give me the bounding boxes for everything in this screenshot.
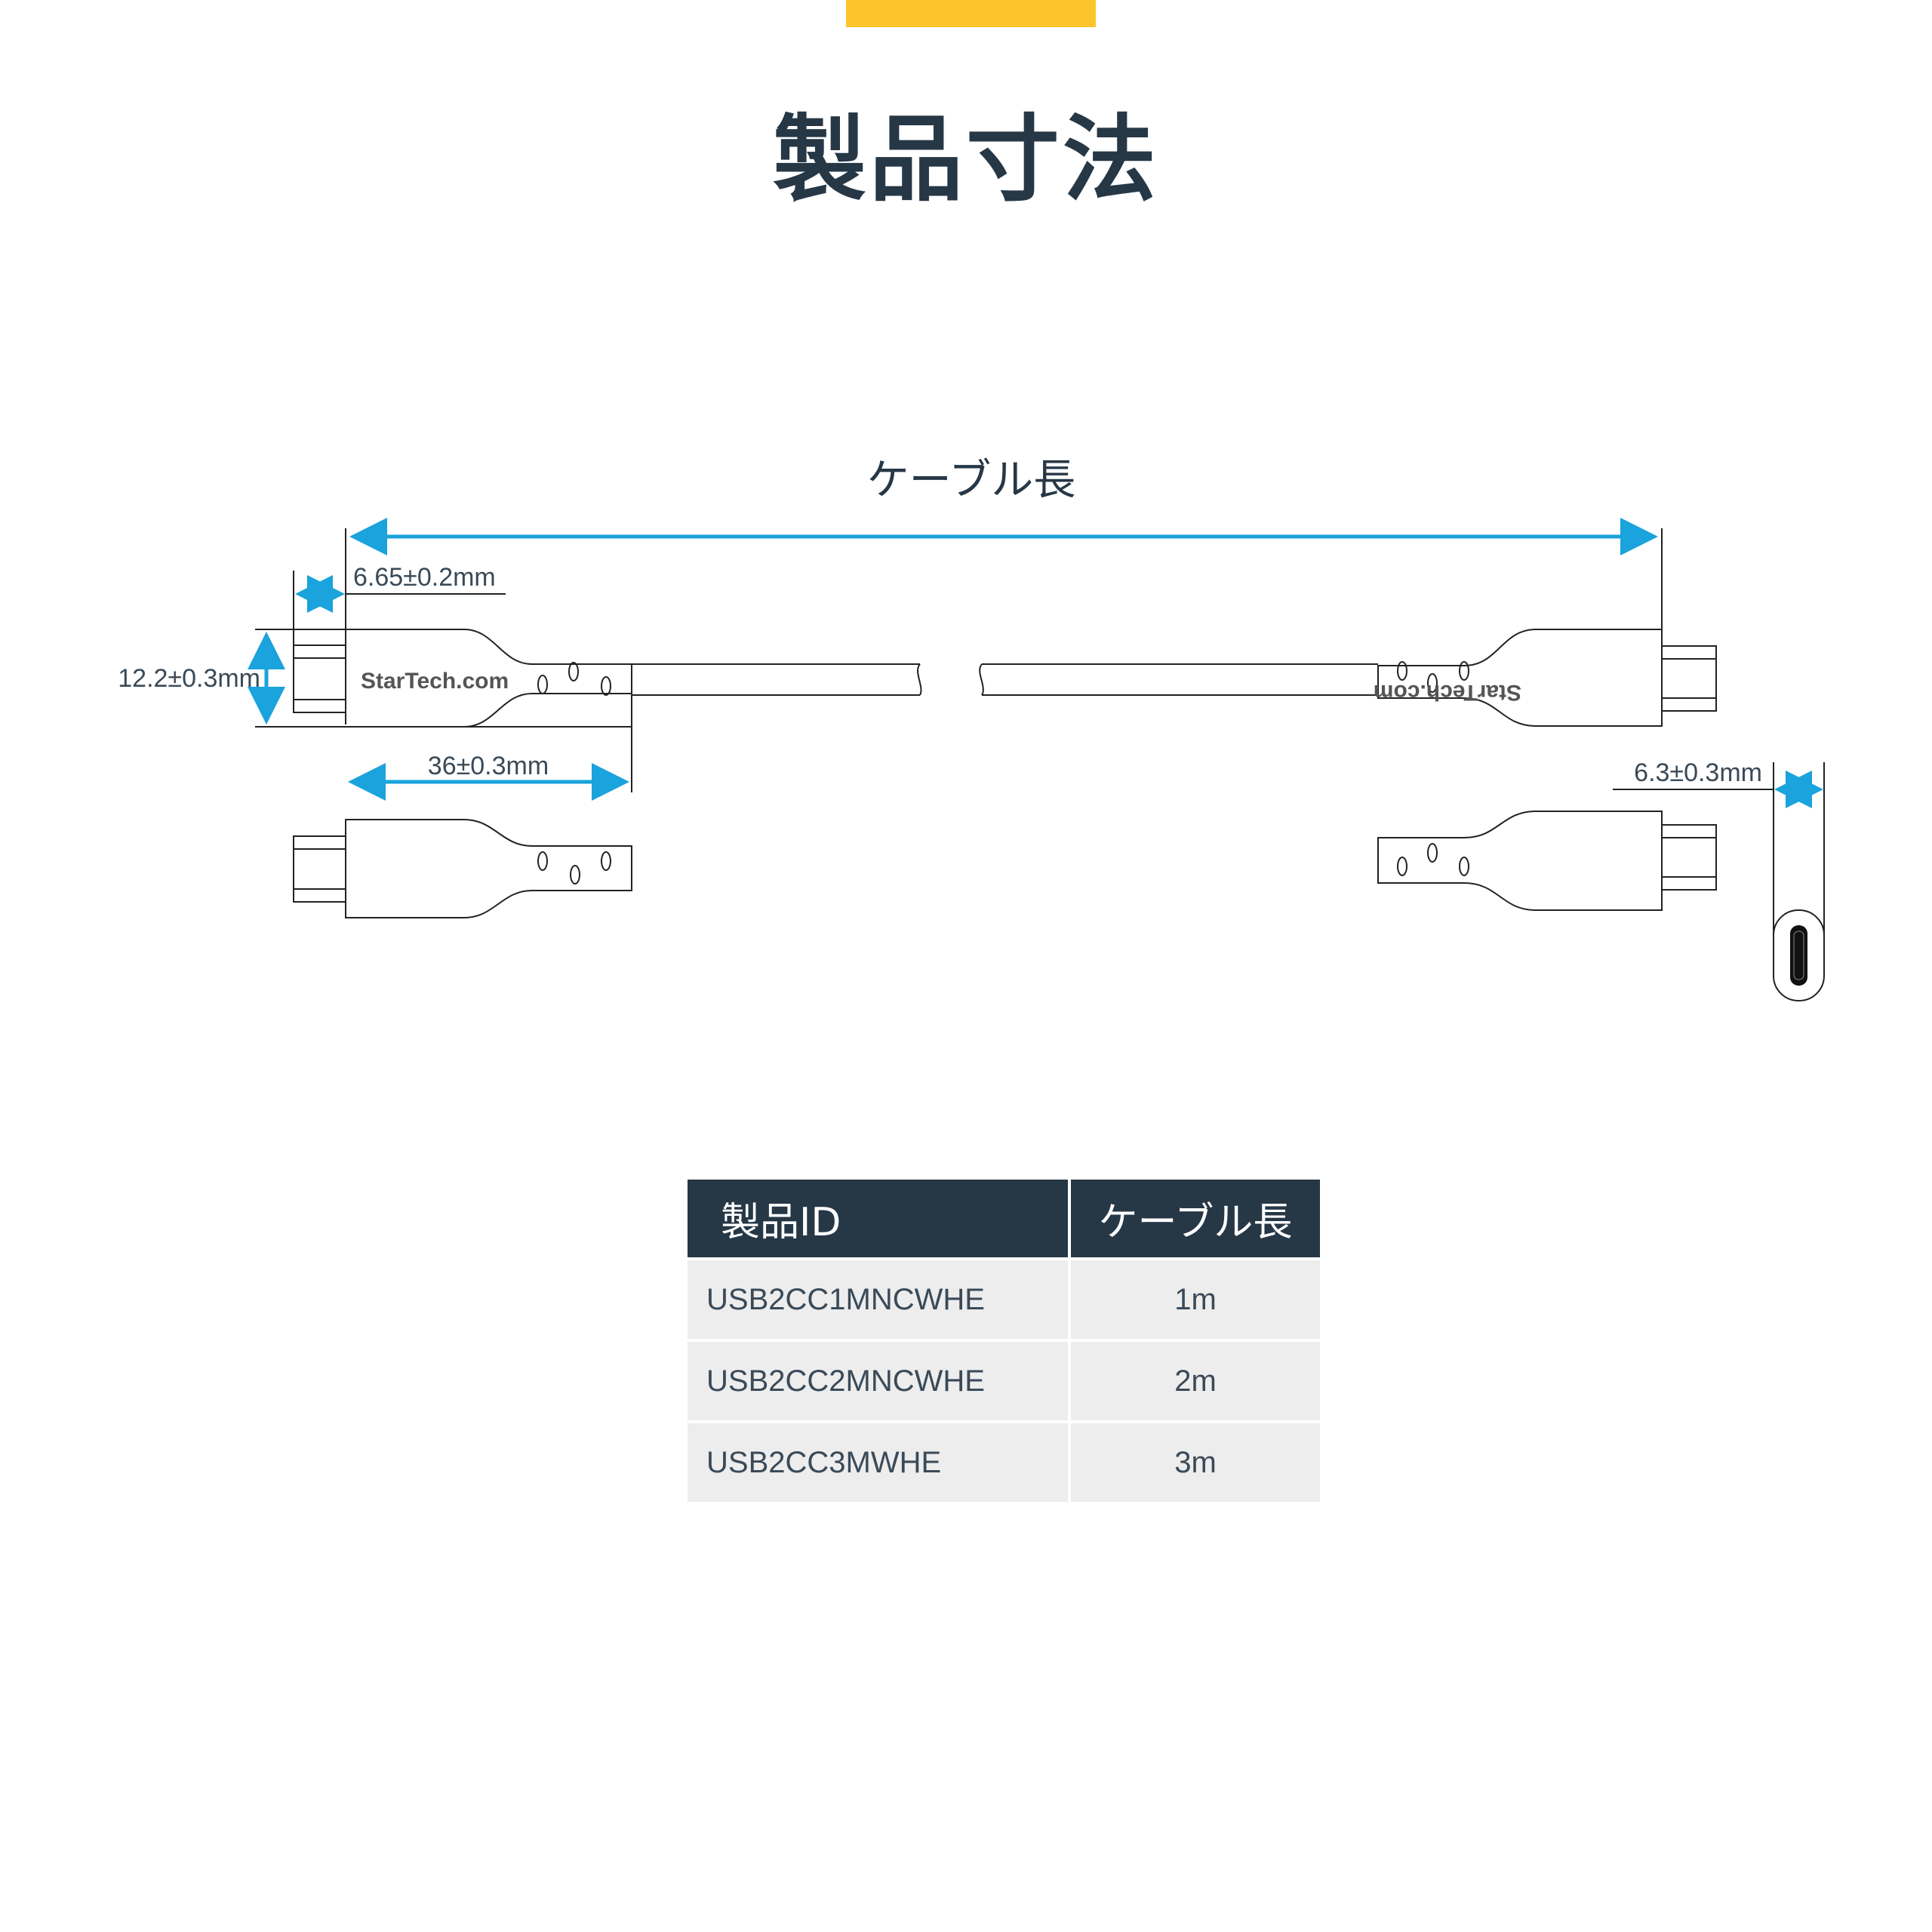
thickness-label: 6.3±0.3mm: [1634, 758, 1762, 787]
product-id-cell: USB2CC1MNCWHE: [688, 1260, 1068, 1339]
length-cell: 1m: [1068, 1260, 1320, 1339]
accent-bar: [846, 0, 1096, 27]
product-id-cell: USB2CC2MNCWHE: [688, 1342, 1068, 1420]
table-row: USB2CC1MNCWHE 1m: [688, 1260, 1320, 1339]
tip-length-label: 6.65±0.2mm: [353, 563, 496, 592]
page-title: 製品寸法: [772, 106, 1159, 214]
left-connector-bottom: [293, 819, 632, 918]
length-cell: 2m: [1068, 1342, 1320, 1420]
header-cable-length: ケーブル長: [1068, 1180, 1320, 1257]
table-row: USB2CC3MWHE 3m: [688, 1423, 1320, 1502]
left-connector-top: [293, 629, 632, 728]
usb-c-end-view: [1773, 909, 1825, 1001]
startech-logo-left: StarTech.com: [361, 669, 509, 694]
product-length-table: 製品ID ケーブル長 USB2CC1MNCWHE 1m USB2CC2MNCWH…: [688, 1177, 1320, 1505]
cable-right-segment: [979, 663, 1378, 696]
table-header-row: 製品ID ケーブル長: [688, 1180, 1320, 1257]
header-product-id: 製品ID: [688, 1180, 1068, 1257]
startech-logo-right: StarTech.com: [1374, 680, 1521, 705]
connector-length-label: 36±0.3mm: [428, 752, 549, 780]
dimension-diagram: ケーブル長 6.65±0.2mm 12.2±0.3mm 36±0.3mm Sta…: [118, 456, 1825, 1001]
height-label: 12.2±0.3mm: [118, 664, 260, 693]
cable-left-segment: [632, 663, 922, 696]
table-row: USB2CC2MNCWHE 2m: [688, 1342, 1320, 1420]
right-connector-top: [1377, 629, 1717, 727]
right-connector-bottom: [1377, 811, 1717, 911]
cable-length-label: ケーブル長: [867, 456, 1076, 505]
product-id-cell: USB2CC3MWHE: [688, 1423, 1068, 1502]
length-cell: 3m: [1068, 1423, 1320, 1502]
